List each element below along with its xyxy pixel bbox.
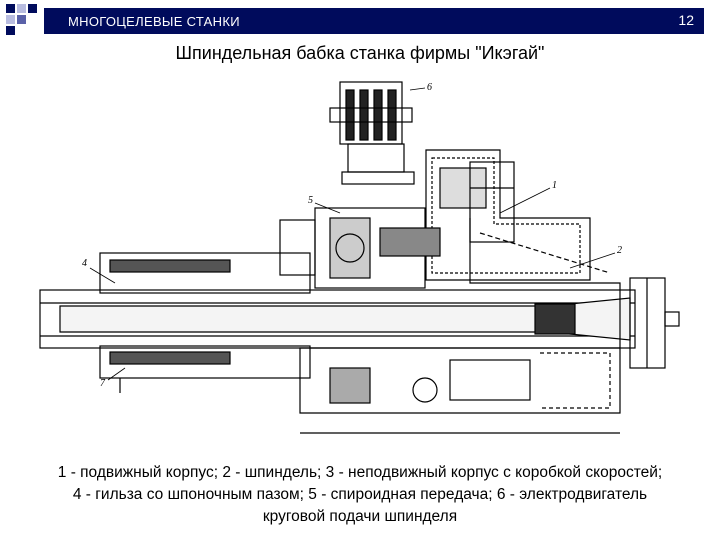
gear-block xyxy=(279,207,441,289)
callouts: 1 2 4 5 6 7 xyxy=(82,82,622,389)
callout-6: 6 xyxy=(427,82,432,93)
decorative-squares xyxy=(6,4,54,35)
square-5 xyxy=(17,15,26,24)
caption-line-2: 4 - гильза со шпоночным пазом; 5 - спиро… xyxy=(72,486,648,503)
page-number: 12 xyxy=(678,12,694,28)
motor xyxy=(329,81,415,185)
lower-housing xyxy=(299,347,621,434)
spindle-body xyxy=(39,277,680,369)
square-1 xyxy=(6,4,15,13)
gearbox-housing xyxy=(425,149,591,281)
square-3 xyxy=(28,4,37,13)
header-bar: МНОГОЦЕЛЕВЫЕ СТАНКИ 12 xyxy=(44,8,704,34)
callout-7: 7 xyxy=(100,378,106,389)
header-title: МНОГОЦЕЛЕВЫЕ СТАНКИ xyxy=(68,14,240,29)
square-2 xyxy=(17,4,26,13)
slide-title: Шпиндельная бабка станка фирмы "Икэгай" xyxy=(175,43,545,63)
caption-line-3: круговой подачи шпинделя xyxy=(262,508,458,525)
rear-assembly xyxy=(99,252,311,393)
callout-2: 2 xyxy=(617,245,622,256)
square-4 xyxy=(6,15,15,24)
caption-line-1: 1 - подвижный корпус; 2 - шпиндель; 3 - … xyxy=(57,464,663,481)
callout-4: 4 xyxy=(82,258,87,269)
front-housing xyxy=(469,218,621,348)
caption: 1 - подвижный корпус; 2 - шпиндель; 3 - … xyxy=(0,462,720,528)
callout-1: 1 xyxy=(552,180,557,191)
square-6 xyxy=(6,26,15,35)
spindle-head-drawing: 1 2 4 5 6 7 xyxy=(39,81,680,434)
callout-5: 5 xyxy=(308,195,313,206)
